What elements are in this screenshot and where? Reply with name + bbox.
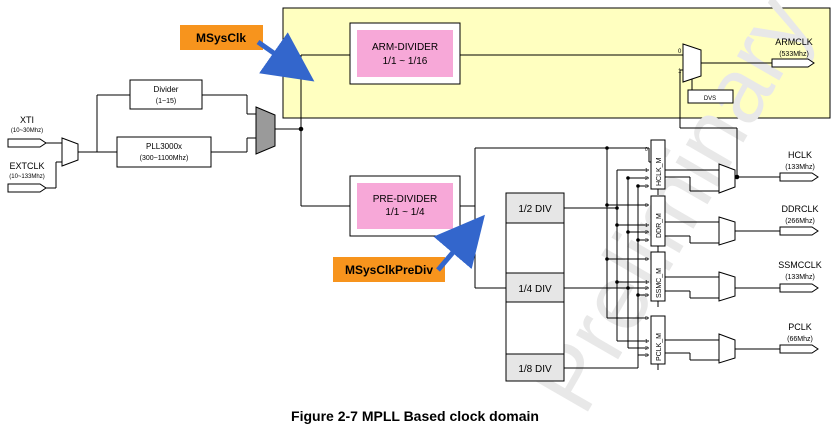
ddr-mux-in-2: 2 (645, 230, 648, 236)
extclk-input-port (7, 183, 47, 193)
xti-input-port (7, 138, 47, 148)
ssmcclk-label: SSMCCLK (778, 260, 822, 270)
divider-label: Divider (154, 85, 179, 94)
div2-label: 1/2 DIV (518, 204, 552, 215)
arm-mux-input-0: 0 (678, 49, 682, 55)
hclk-mux-in-1: 1 (645, 168, 648, 174)
extclk-range: (10~133Mhz) (9, 174, 45, 180)
hclk-mux-in-0: 0 (645, 147, 648, 153)
arm-mux-input-1: 1 (678, 69, 682, 75)
hclk-mux-label: HCLK_M (656, 157, 663, 186)
ssmc-mux-in-0: 0 (645, 257, 648, 263)
hclk-mux-in-2: 2 (645, 176, 648, 182)
divider-block (129, 79, 203, 110)
arm-divider-fill (357, 30, 453, 77)
pll-label: PLL3000x (146, 142, 182, 151)
figure-caption: Figure 2-7 MPLL Based clock domain (291, 408, 539, 424)
pclk-mux-label: PCLK_M (656, 333, 663, 361)
arm-mux (682, 43, 702, 83)
source-mux (255, 106, 276, 155)
div8-block (505, 353, 565, 382)
arm-divider-label: ARM-DIVIDER (372, 42, 438, 53)
armclk-freq: (533Mhz) (779, 51, 809, 58)
hclk-label: HCLK (788, 150, 812, 160)
ssmc-mux-in-3: 3 (645, 293, 648, 299)
pclk-mux-in-0: 0 (645, 316, 648, 322)
ssmc-mux-in-1: 1 (645, 280, 648, 286)
ddr-gate (718, 216, 736, 246)
msysclkprediv-tag-label: MSysClkPreDiv (345, 263, 433, 277)
div8-label: 1/8 DIV (518, 364, 552, 375)
pclk-output-port (779, 344, 819, 354)
pre-divider-label: PRE-DIVIDER (373, 194, 437, 205)
msysclkprediv-tag (333, 257, 445, 282)
ddr-mux-label: DDR_M (656, 213, 663, 238)
armclk-label: ARMCLK (775, 37, 813, 47)
arm-divider-range: 1/1 ~ 1/16 (383, 56, 428, 67)
msysclk-tag (180, 25, 263, 50)
ssmc-mux-label: SSMC_M (656, 268, 663, 298)
xti-label: XTI (20, 115, 34, 125)
hclk-freq: (133Mhz) (785, 164, 815, 171)
div2-block (505, 192, 565, 224)
ddrclk-freq: (266Mhz) (785, 218, 815, 225)
div4-block (505, 272, 565, 303)
pclk-mux-in-2: 2 (645, 346, 648, 352)
input-mux (61, 137, 79, 167)
div4-label: 1/4 DIV (518, 284, 552, 295)
ssmc-mux-in-2: 2 (645, 286, 648, 292)
hclk-mux-in-3: 3 (645, 184, 648, 190)
xti-range: (10~30Mhz) (11, 128, 43, 134)
pclk-mux-in-3: 3 (645, 353, 648, 359)
dvs-label: DVS (704, 96, 716, 102)
dvs-block (687, 89, 734, 104)
hclk-output-port (779, 172, 819, 182)
pll-range: (300~1100Mhz) (140, 155, 189, 162)
msysclk-tag-label: MSysClk (196, 31, 246, 45)
ddrclk-output-port (779, 226, 819, 236)
ssmcclk-freq: (133Mhz) (785, 274, 815, 281)
msysclkprediv-arrow (433, 214, 485, 272)
ssmc-gate (718, 271, 736, 302)
extclk-label: EXTCLK (9, 161, 44, 171)
ddr-mux-in-3: 3 (645, 238, 648, 244)
pclk-gate (718, 333, 736, 364)
ddrclk-label: DDRCLK (781, 204, 818, 214)
hclk-gate (718, 163, 736, 194)
pre-divider-fill (357, 183, 453, 229)
pclk-freq: (66Mhz) (787, 336, 813, 343)
pre-divider-range: 1/1 ~ 1/4 (385, 207, 425, 218)
ddr-mux-in-0: 0 (645, 203, 648, 209)
ssmcclk-output-port (779, 283, 819, 293)
ddr-mux-in-1: 1 (645, 223, 648, 229)
pclk-label: PCLK (788, 322, 812, 332)
msysclk-arrow (256, 32, 315, 82)
divider-range: (1~15) (156, 98, 176, 105)
armclk-output-port (771, 58, 815, 68)
pclk-mux-in-1: 1 (645, 339, 648, 345)
